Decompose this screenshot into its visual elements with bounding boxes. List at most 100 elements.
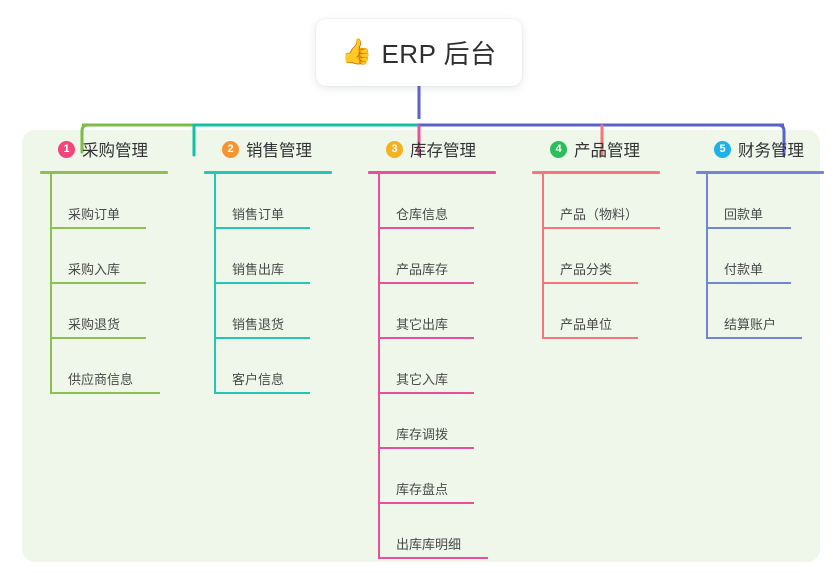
leaf-label: 产品库存 (396, 262, 449, 277)
branch-header-4[interactable]: 4 产品管理 (532, 130, 692, 168)
leaf-stem (378, 449, 380, 504)
leaf-label: 付款单 (724, 262, 764, 277)
branch-underline-3 (368, 171, 496, 174)
branch-column-4: 4 产品管理 产品（物料） 产品分类 产品单位 (532, 130, 692, 339)
branch-underline-2 (204, 171, 332, 174)
leaf-stem (214, 339, 216, 394)
leaf-item-3-2[interactable]: 产品库存 (378, 229, 474, 284)
leaf-item-2-3[interactable]: 销售退货 (214, 284, 310, 339)
leaf-underline (50, 282, 146, 284)
root-title: ERP 后台 (381, 39, 497, 69)
thumbs-up-icon: 👍 (341, 38, 373, 66)
leaf-label: 产品单位 (560, 317, 613, 332)
branch-header-5[interactable]: 5 财务管理 (696, 130, 839, 168)
leaf-stem (50, 174, 52, 229)
branch-column-3: 3 库存管理 仓库信息 产品库存 其它出库 其它入库 (368, 130, 518, 559)
leaf-underline (378, 557, 488, 559)
leaf-stem (706, 174, 708, 229)
branch-badge-5: 5 (714, 140, 731, 158)
leaf-item-3-7[interactable]: 出库库明细 (378, 504, 488, 559)
leaf-label: 产品（物料） (560, 207, 639, 222)
leaf-label: 产品分类 (560, 262, 613, 277)
branch-label-2: 销售管理 (246, 142, 312, 160)
branch-underline-1 (40, 171, 168, 174)
leaf-label: 仓库信息 (396, 207, 449, 222)
leaf-item-3-3[interactable]: 其它出库 (378, 284, 474, 339)
leaf-item-5-1[interactable]: 回款单 (706, 174, 791, 229)
branch-badge-4: 4 (550, 140, 567, 158)
branch-label-5: 财务管理 (738, 142, 804, 160)
branch-header-3[interactable]: 3 库存管理 (368, 130, 518, 168)
leaf-label: 采购订单 (68, 207, 121, 222)
leaf-item-1-3[interactable]: 采购退货 (50, 284, 146, 339)
leaf-underline (378, 502, 474, 504)
leaf-underline (542, 227, 660, 229)
leaf-stem (50, 229, 52, 284)
leaf-stem (542, 174, 544, 229)
leaf-underline (50, 337, 146, 339)
leaf-stem (50, 284, 52, 339)
leaf-stem (378, 174, 380, 229)
leaf-item-4-3[interactable]: 产品单位 (542, 284, 638, 339)
leaf-stem (542, 229, 544, 284)
leaf-item-5-3[interactable]: 结算账户 (706, 284, 802, 339)
leaf-stem (214, 229, 216, 284)
branch-badge-1: 1 (58, 140, 75, 158)
leaf-label: 客户信息 (232, 372, 285, 387)
leaf-item-1-1[interactable]: 采购订单 (50, 174, 146, 229)
leaf-item-2-4[interactable]: 客户信息 (214, 339, 310, 394)
leaf-underline (214, 392, 310, 394)
leaf-underline (706, 227, 791, 229)
leaf-underline (378, 227, 474, 229)
leaf-stem (214, 284, 216, 339)
branch-column-1: 1 采购管理 采购订单 采购入库 采购退货 供应商信息 (40, 130, 190, 394)
leaf-label: 采购退货 (68, 317, 121, 332)
leaf-label: 库存盘点 (396, 482, 449, 497)
leaf-label: 库存调拨 (396, 427, 449, 442)
leaf-label: 销售订单 (232, 207, 285, 222)
leaf-underline (378, 282, 474, 284)
leaf-underline (706, 337, 802, 339)
leaf-label: 结算账户 (724, 317, 777, 332)
root-node[interactable]: 👍 ERP 后台 (316, 19, 522, 86)
branch-badge-2: 2 (222, 140, 239, 158)
branch-columns: 1 采购管理 采购订单 采购入库 采购退货 供应商信息 (22, 130, 824, 562)
leaf-underline (542, 337, 638, 339)
leaf-stem (706, 229, 708, 284)
leaf-stem (378, 339, 380, 394)
leaf-item-4-2[interactable]: 产品分类 (542, 229, 638, 284)
leaf-label: 销售退货 (232, 317, 285, 332)
branch-underline-5 (696, 171, 824, 174)
leaf-item-3-6[interactable]: 库存盘点 (378, 449, 474, 504)
leaf-item-3-5[interactable]: 库存调拨 (378, 394, 474, 449)
leaf-stem (50, 339, 52, 394)
leaf-item-5-2[interactable]: 付款单 (706, 229, 791, 284)
leaf-underline (706, 282, 791, 284)
leaf-underline (542, 282, 638, 284)
leaf-underline (214, 227, 310, 229)
branch-column-2: 2 销售管理 销售订单 销售出库 销售退货 客户信息 (204, 130, 354, 394)
leaf-item-2-1[interactable]: 销售订单 (214, 174, 310, 229)
leaf-item-2-2[interactable]: 销售出库 (214, 229, 310, 284)
branch-underline-4 (532, 171, 660, 174)
leaf-item-1-4[interactable]: 供应商信息 (50, 339, 160, 394)
leaf-item-1-2[interactable]: 采购入库 (50, 229, 146, 284)
leaf-stem (378, 284, 380, 339)
leaf-label: 采购入库 (68, 262, 121, 277)
leaf-item-4-1[interactable]: 产品（物料） (542, 174, 660, 229)
leaf-item-3-1[interactable]: 仓库信息 (378, 174, 474, 229)
leaf-underline (378, 337, 474, 339)
branch-label-3: 库存管理 (410, 142, 476, 160)
branch-label-1: 采购管理 (82, 142, 148, 160)
branch-header-1[interactable]: 1 采购管理 (40, 130, 190, 168)
leaf-underline (378, 392, 474, 394)
diagram-panel (22, 130, 820, 562)
leaf-stem (706, 284, 708, 339)
leaf-underline (214, 337, 310, 339)
leaf-underline (378, 447, 474, 449)
branch-header-2[interactable]: 2 销售管理 (204, 130, 354, 168)
leaf-stem (378, 394, 380, 449)
leaf-item-3-4[interactable]: 其它入库 (378, 339, 474, 394)
branch-label-4: 产品管理 (574, 142, 640, 160)
